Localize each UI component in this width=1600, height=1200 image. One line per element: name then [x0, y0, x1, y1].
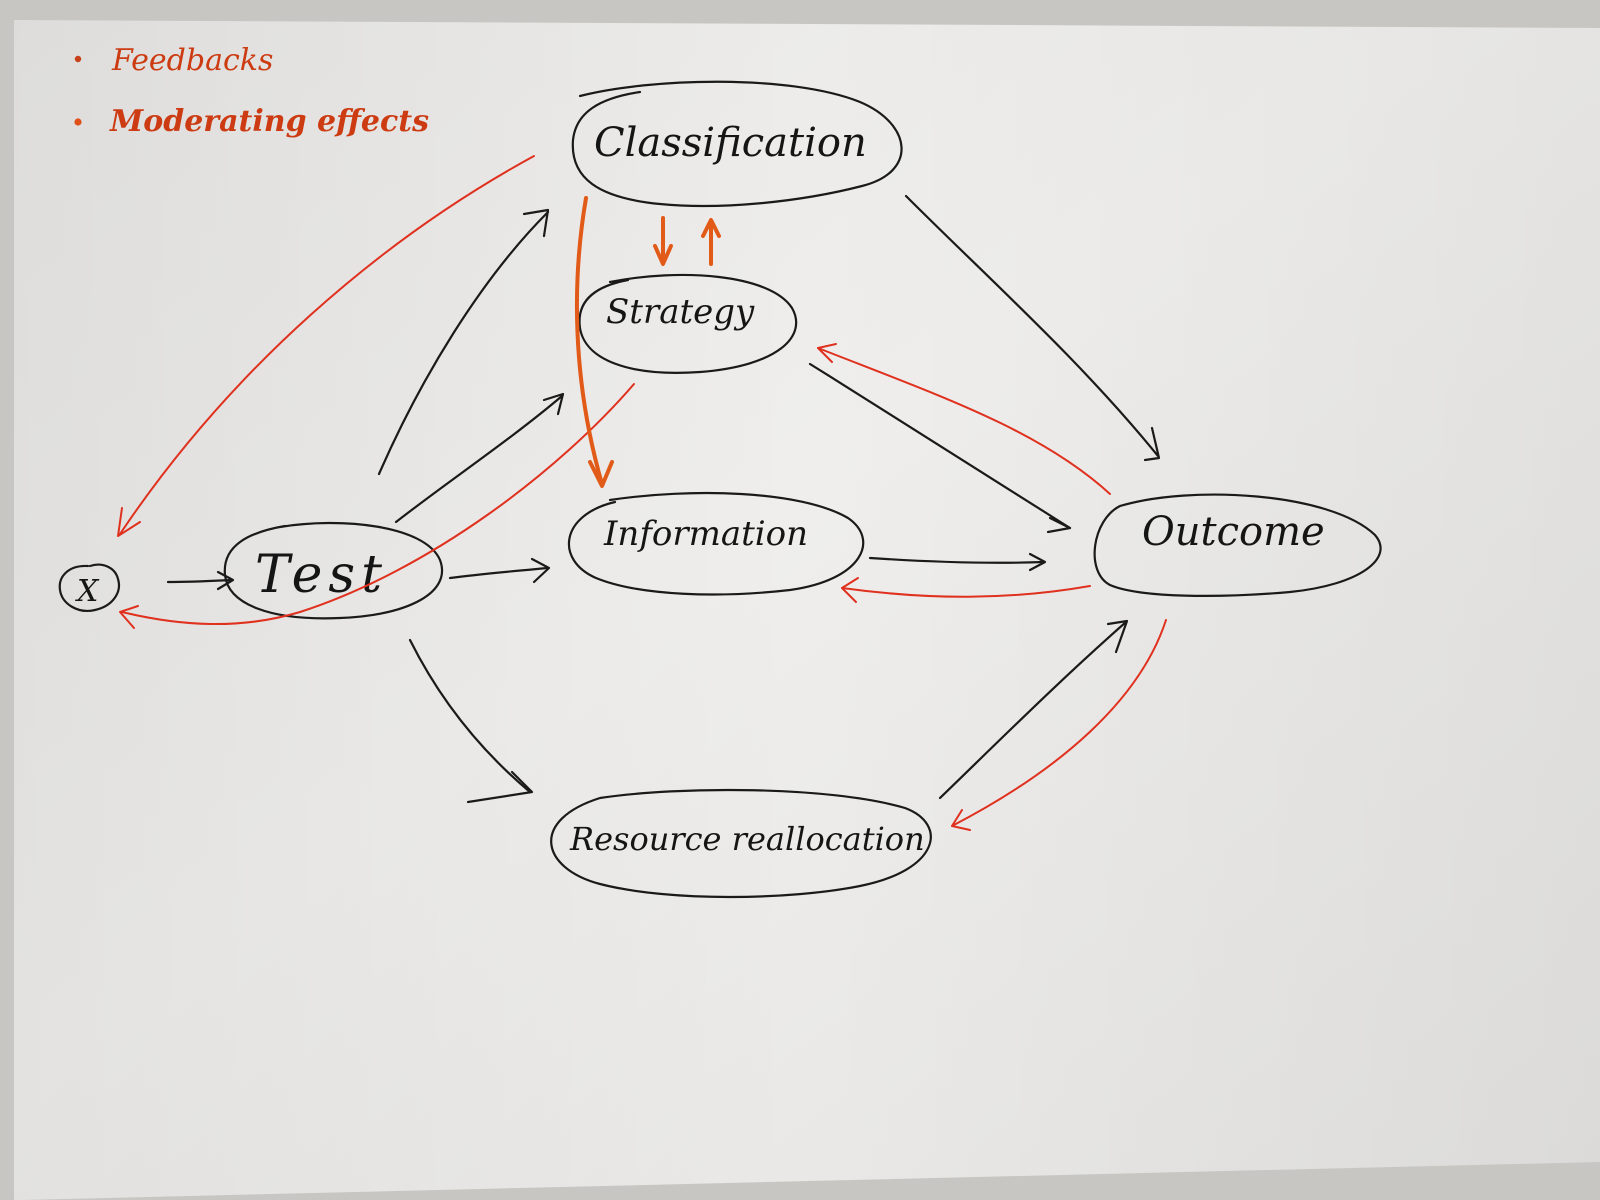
edge-strategy-to-outcome [808, 362, 1072, 534]
edge-test-to-classification [377, 208, 550, 476]
edge-outcome-to-strategy [817, 343, 1111, 495]
edge-strategy-to-x [119, 383, 635, 629]
edge-information-to-outcome [868, 552, 1047, 572]
node-outcome-label: Outcome [1142, 509, 1325, 555]
node-test-label: Test [255, 545, 388, 605]
moderating-arrows [574, 196, 721, 488]
edge-classification-to-outcome [904, 194, 1161, 462]
edge-test-to-strategy [394, 392, 565, 524]
node-test: Test [223, 521, 443, 620]
edge-classification-to-x [117, 155, 535, 537]
edge-classification-to-information [574, 196, 614, 488]
node-x: X [58, 563, 120, 612]
legend-bullet-moderating [74, 118, 82, 126]
edge-classification-to-strategy [653, 216, 673, 266]
causal-arrows [166, 194, 1161, 804]
node-resource-label: Resource reallocation [569, 820, 925, 858]
legend-label-feedbacks: Feedbacks [111, 43, 273, 78]
edge-test-to-resource [408, 638, 534, 804]
edge-outcome-to-information [841, 577, 1091, 603]
node-information: Information [567, 491, 865, 596]
node-information-label: Information [603, 514, 808, 554]
legend-label-moderating: Moderating effects [109, 104, 429, 139]
node-x-label: X [75, 574, 100, 609]
node-resource-reallocation: Resource reallocation [550, 788, 932, 899]
edge-outcome-to-resource [951, 619, 1167, 831]
node-classification: Classification [571, 80, 903, 208]
edge-resource-to-outcome [938, 619, 1129, 800]
legend-bullet-feedbacks [74, 55, 82, 63]
feedback-arrows [117, 155, 1167, 831]
node-strategy: Strategy [578, 273, 798, 374]
node-outcome: Outcome [1093, 493, 1382, 597]
node-strategy-label: Strategy [606, 292, 755, 332]
legend: Feedbacks Moderating effects [74, 43, 429, 139]
node-classification-label: Classification [594, 120, 867, 166]
paper-shading [14, 20, 1600, 1200]
edge-x-to-test [166, 570, 235, 591]
edge-strategy-to-classification [701, 218, 721, 266]
edge-test-to-information [448, 557, 551, 584]
